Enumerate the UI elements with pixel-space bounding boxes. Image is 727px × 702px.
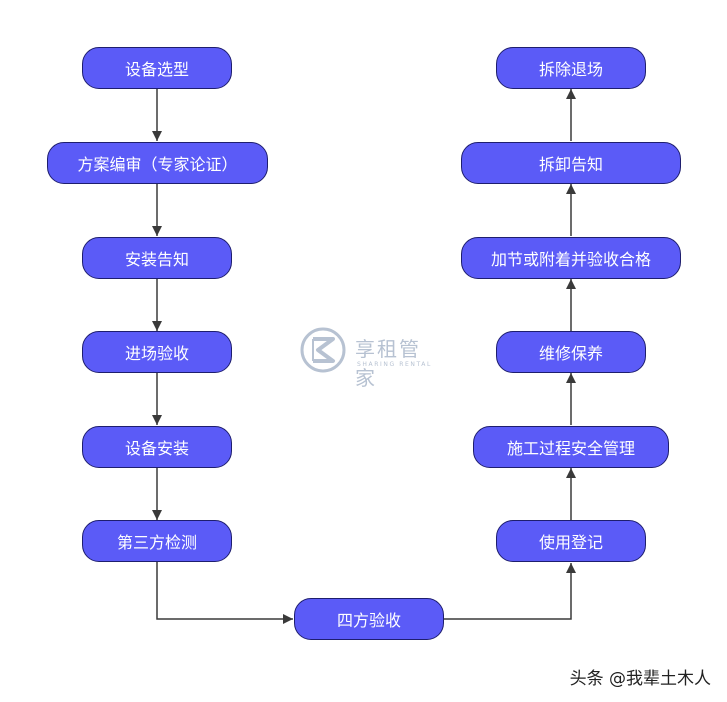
arrow-left-to-bottom: [156, 562, 293, 624]
watermark-subtitle: SHARING RENTAL: [357, 361, 432, 368]
node-entry-inspection: 进场验收: [82, 331, 232, 373]
node-four-party-acceptance: 四方验收: [294, 598, 444, 640]
source-credit: 头条 @我辈土木人: [569, 669, 711, 689]
node-installation-notice: 安装告知: [82, 237, 232, 279]
node-equipment-selection: 设备选型: [82, 47, 232, 89]
node-plan-review: 方案编审（专家论证）: [47, 142, 268, 184]
hourglass-z-logo-icon: [300, 327, 346, 373]
node-dismantling-notice: 拆卸告知: [461, 142, 681, 184]
arrow-bottom-to-right: [444, 563, 576, 620]
node-equipment-installation: 设备安装: [82, 426, 232, 468]
node-maintenance: 维修保养: [496, 331, 646, 373]
watermark-name: 享租管家: [355, 337, 421, 390]
node-third-party-testing: 第三方检测: [82, 520, 232, 562]
node-dismantling-exit: 拆除退场: [496, 47, 646, 89]
watermark: 享租管家 SHARING RENTAL: [298, 325, 438, 390]
node-use-registration: 使用登记: [496, 520, 646, 562]
node-jacking-attachment-acceptance: 加节或附着并验收合格: [461, 237, 681, 279]
node-construction-safety-management: 施工过程安全管理: [473, 426, 669, 468]
